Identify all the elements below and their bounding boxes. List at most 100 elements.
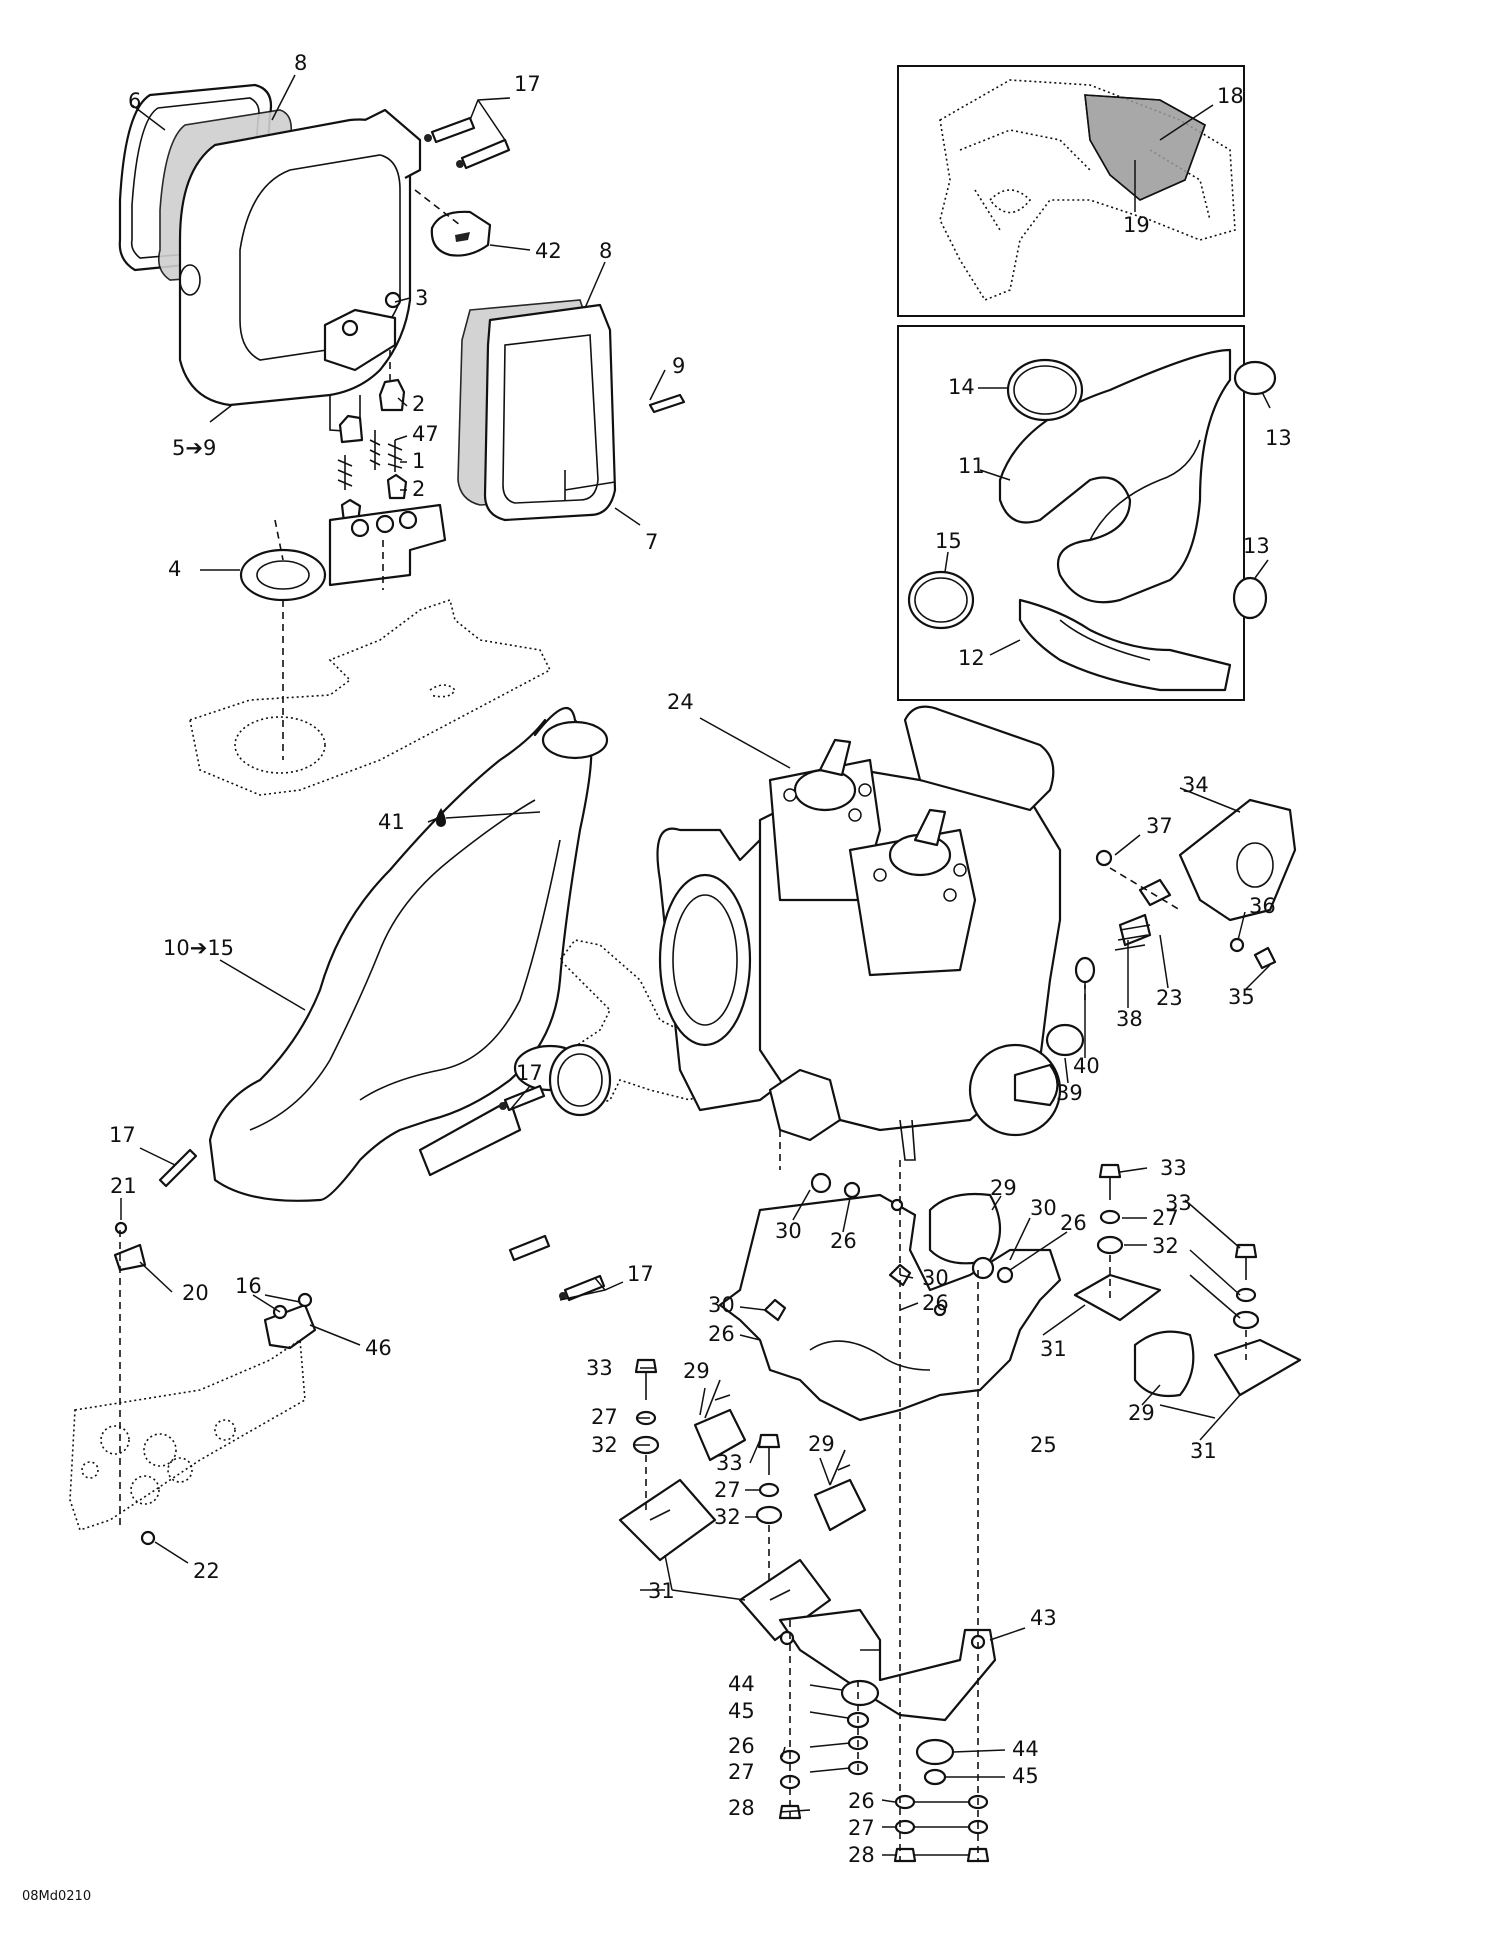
label-26: 26 <box>848 1789 875 1813</box>
label-43: 43 <box>1030 1606 1057 1630</box>
label-21: 21 <box>110 1174 137 1198</box>
label-13: 13 <box>1243 534 1270 558</box>
label-26: 26 <box>830 1229 857 1253</box>
label-33: 33 <box>1165 1191 1192 1215</box>
label-44: 44 <box>1012 1737 1039 1761</box>
label-27: 27 <box>728 1760 755 1784</box>
clamp-13-bottom <box>1232 576 1268 620</box>
label-26: 26 <box>728 1734 755 1758</box>
label-27: 27 <box>591 1405 618 1429</box>
label-32: 32 <box>1152 1234 1179 1258</box>
label-38: 38 <box>1116 1007 1143 1031</box>
label-41: 41 <box>378 810 405 834</box>
diagram-code: 08Md0210 <box>22 1889 91 1904</box>
label-7: 7 <box>645 530 658 554</box>
label-30: 30 <box>1030 1196 1057 1220</box>
label-30: 30 <box>708 1293 735 1317</box>
label-8: 8 <box>294 51 307 75</box>
label-32: 32 <box>591 1433 618 1457</box>
inset-exhaust-parts <box>897 325 1277 701</box>
label-28: 28 <box>728 1796 755 1820</box>
label-26: 26 <box>1060 1211 1087 1235</box>
label-18: 18 <box>1217 84 1244 108</box>
part-labels: 6 8 17 42 3 8 9 2 47 1 2 5➔9 4 7 18 19 1… <box>22 51 1292 1904</box>
air-filter <box>457 299 686 522</box>
label-13: 13 <box>1265 426 1292 450</box>
label-22: 22 <box>193 1559 220 1583</box>
label-33: 33 <box>586 1356 613 1380</box>
label-1: 1 <box>412 449 425 473</box>
label-12: 12 <box>958 646 985 670</box>
rubber-mounts <box>693 1192 1195 1532</box>
label-4: 4 <box>168 557 181 581</box>
air-silencer <box>118 83 511 433</box>
mounting-feet <box>618 1273 1302 1642</box>
label-28: 28 <box>848 1843 875 1867</box>
label-27: 27 <box>848 1816 875 1840</box>
label-45: 45 <box>1012 1764 1039 1788</box>
mesh-cover <box>1084 94 1206 201</box>
label-35: 35 <box>1228 985 1255 1009</box>
label-3: 3 <box>415 286 428 310</box>
label-2: 2 <box>412 392 425 416</box>
label-10-15: 10➔15 <box>163 936 234 960</box>
label-26: 26 <box>922 1291 949 1315</box>
leader-lines <box>120 74 1271 1856</box>
alignment-lines <box>274 189 1247 1860</box>
label-17: 17 <box>627 1262 654 1286</box>
label-14: 14 <box>948 375 975 399</box>
label-26: 26 <box>708 1322 735 1346</box>
label-31: 31 <box>1040 1337 1067 1361</box>
label-25: 25 <box>1030 1433 1057 1457</box>
label-36: 36 <box>1249 894 1276 918</box>
label-17: 17 <box>514 72 541 96</box>
label-15: 15 <box>935 529 962 553</box>
label-27: 27 <box>714 1478 741 1502</box>
rear-bracket <box>1074 798 1297 984</box>
label-5-9: 5➔9 <box>172 436 216 460</box>
label-44: 44 <box>728 1672 755 1696</box>
label-2: 2 <box>412 477 425 501</box>
label-33: 33 <box>716 1451 743 1475</box>
inset-frame-cover <box>897 65 1245 317</box>
clamp-14 <box>1006 358 1084 422</box>
label-47: 47 <box>412 422 439 446</box>
label-17: 17 <box>109 1123 136 1147</box>
clamp-15 <box>907 570 975 630</box>
engine <box>656 705 1085 1161</box>
label-6: 6 <box>128 89 141 113</box>
label-19: 19 <box>1123 213 1150 237</box>
label-40: 40 <box>1073 1054 1100 1078</box>
label-37: 37 <box>1146 814 1173 838</box>
label-34: 34 <box>1182 773 1209 797</box>
intake-plate <box>189 598 552 796</box>
exhaust-muffler <box>208 707 609 1202</box>
bottom-hardware <box>778 1679 990 1863</box>
label-42: 42 <box>535 239 562 263</box>
bolts-washers <box>632 1163 1260 1525</box>
label-23: 23 <box>1156 986 1183 1010</box>
mounting-hardware <box>239 378 447 602</box>
label-33: 33 <box>1160 1156 1187 1180</box>
support-plate <box>69 1338 306 1532</box>
label-30: 30 <box>775 1219 802 1243</box>
drop-icon <box>436 808 446 827</box>
label-46: 46 <box>365 1336 392 1360</box>
clamp-13-top <box>1233 360 1277 396</box>
label-29: 29 <box>808 1432 835 1456</box>
label-39: 39 <box>1056 1081 1083 1105</box>
label-31: 31 <box>1190 1439 1217 1463</box>
label-27: 27 <box>1152 1206 1179 1230</box>
label-9: 9 <box>672 354 685 378</box>
label-8: 8 <box>599 239 612 263</box>
label-45: 45 <box>728 1699 755 1723</box>
label-16: 16 <box>235 1274 262 1298</box>
label-29: 29 <box>990 1176 1017 1200</box>
lower-bracket <box>778 1608 997 1722</box>
label-24: 24 <box>667 690 694 714</box>
label-30: 30 <box>922 1266 949 1290</box>
label-20: 20 <box>182 1281 209 1305</box>
label-17: 17 <box>516 1061 543 1085</box>
label-29: 29 <box>683 1359 710 1383</box>
